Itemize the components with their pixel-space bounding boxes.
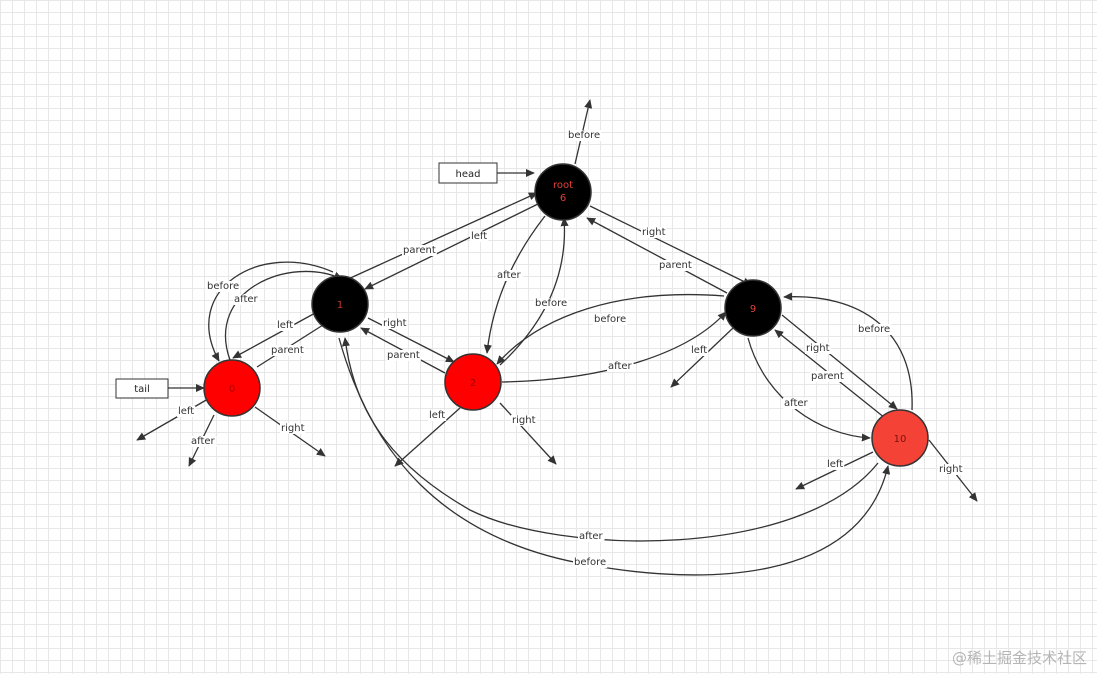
edge-2-before-6 [499,217,569,366]
label-9-right-10: right [806,343,830,354]
label-2-left: left [429,410,445,421]
head-label: head [456,169,481,180]
node-10-circle [871,409,929,467]
edge-9-right-10 [781,314,898,410]
label-9-before-2: before [594,314,626,325]
node-6-line2: 6 [560,193,566,204]
label-2-right: right [512,415,536,426]
edge-0-left [136,398,209,441]
edge-9-left [670,327,734,388]
label-10-before-9: before [858,324,890,335]
edge-0-parent-1 [256,317,335,368]
node-6-circle [534,163,592,221]
label-10-left: left [827,459,843,470]
label-2-after-9: after [608,361,633,372]
edge-9-after-10 [747,337,871,442]
node-6-line1: root [553,180,573,191]
head-pointer: head [438,162,498,184]
edge-0-after-1 [224,270,343,361]
label-0-parent-1: parent [271,345,304,356]
tail-label: tail [134,384,150,395]
edge-9-parent-6 [586,217,728,294]
label-10-right: right [939,464,963,475]
node-9-circle [724,279,782,337]
watermark: @稀土掘金技术社区 [951,649,1087,667]
node-9-label: 9 [750,304,756,315]
label-0-after: after [191,436,216,447]
label-1-right-2: right [383,318,407,329]
label-2-parent-1: parent [387,350,420,361]
node-1-circle [311,275,369,333]
label-6-before: before [568,130,600,141]
node-2: 2 [444,353,502,411]
label-1-before-0: before [207,281,239,292]
label-9-left: left [691,345,707,356]
edge-1-before-10 [338,337,891,576]
label-0-right: right [281,423,305,434]
edge-1-before-0 [208,261,334,362]
edge-10-left [795,451,874,490]
node-0-circle [203,359,261,417]
edge-2-after-9 [501,311,727,383]
node-1: 1 [311,275,369,333]
edge-labels: before parent left right parent after be… [177,130,964,568]
label-0-after-1: after [234,294,259,305]
label-1-before-10: before [574,557,606,568]
edge-2-right [499,402,557,465]
label-6-after-2: after [497,270,522,281]
label-2-before-6: before [535,298,567,309]
label-9-parent-6: parent [659,260,692,271]
edge-6-right-9 [589,205,752,286]
node-2-label: 2 [470,378,476,389]
node-2-circle [444,353,502,411]
edge-10-before-9 [783,292,913,411]
node-0: 0 [203,359,261,417]
label-6-right-9: right [642,227,666,238]
label-0-left: left [178,406,194,417]
label-9-after-10: after [784,398,809,409]
node-10: 10 [871,409,929,467]
node-1-label: 1 [337,300,343,311]
tail-pointer: tail [115,378,169,399]
edge-6-left-1 [364,202,541,290]
label-10-parent-9: parent [811,371,844,382]
node-9: 9 [724,279,782,337]
edge-9-before-2 [496,293,725,365]
node-0-label: 0 [229,384,235,395]
label-1-parent-6: parent [403,245,436,256]
label-1-left-0: left [277,320,293,331]
edge-1-left-0 [232,311,318,359]
edge-6-after-2 [483,215,546,354]
node-6-root: root 6 [534,163,592,221]
edge-2-left [394,407,461,467]
label-6-left-1: left [471,231,487,242]
label-10-after-1: after [579,531,604,542]
edge-1-parent-6 [345,192,538,281]
node-10-label: 10 [894,434,907,445]
